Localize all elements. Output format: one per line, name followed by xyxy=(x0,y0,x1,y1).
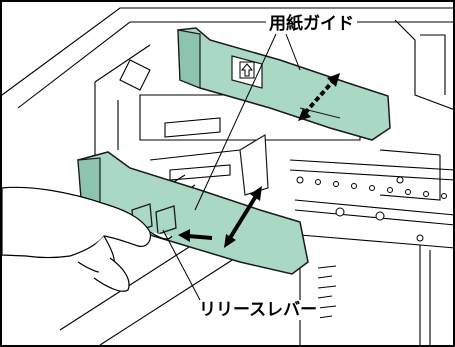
tray-scale-marks xyxy=(317,265,337,319)
hand-illustration xyxy=(1,186,173,292)
up-arrow-icon xyxy=(239,61,255,79)
paper-guide-leader-upper xyxy=(285,33,301,71)
paper-stopper xyxy=(239,133,269,196)
release-lever-label: リリースレバー xyxy=(196,300,321,320)
slide-arrow-upper xyxy=(298,73,340,121)
slide-arrow-lower xyxy=(224,186,262,248)
paper-guide-label: 用紙ガイド xyxy=(266,14,357,34)
release-lever-leader xyxy=(162,229,201,301)
callout-leaders xyxy=(162,33,301,301)
release-press-arrow xyxy=(178,229,213,242)
paper-guide-leader xyxy=(194,33,277,211)
tray-rail-holes xyxy=(296,176,447,242)
